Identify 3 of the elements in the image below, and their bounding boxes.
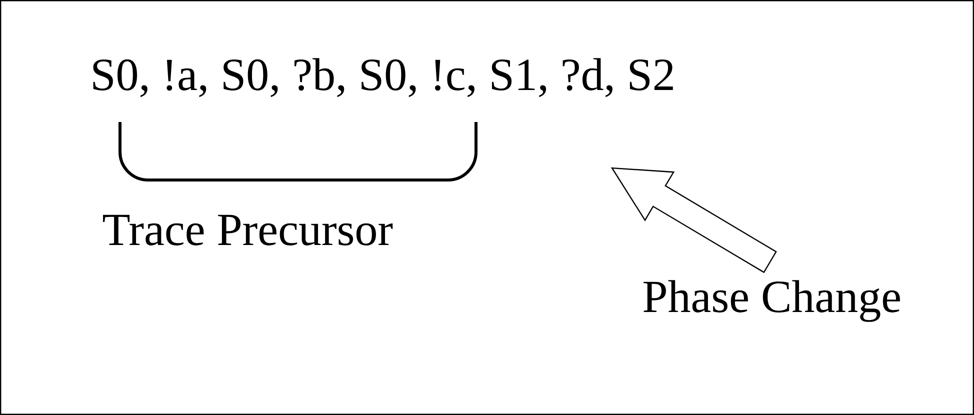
brace-label: Trace Precursor <box>103 214 393 246</box>
trace-sequence: S0, !a, S0, ?b, S0, !c, S1, ?d, S2 <box>93 58 673 98</box>
callout-text: Phase Change <box>644 280 900 322</box>
